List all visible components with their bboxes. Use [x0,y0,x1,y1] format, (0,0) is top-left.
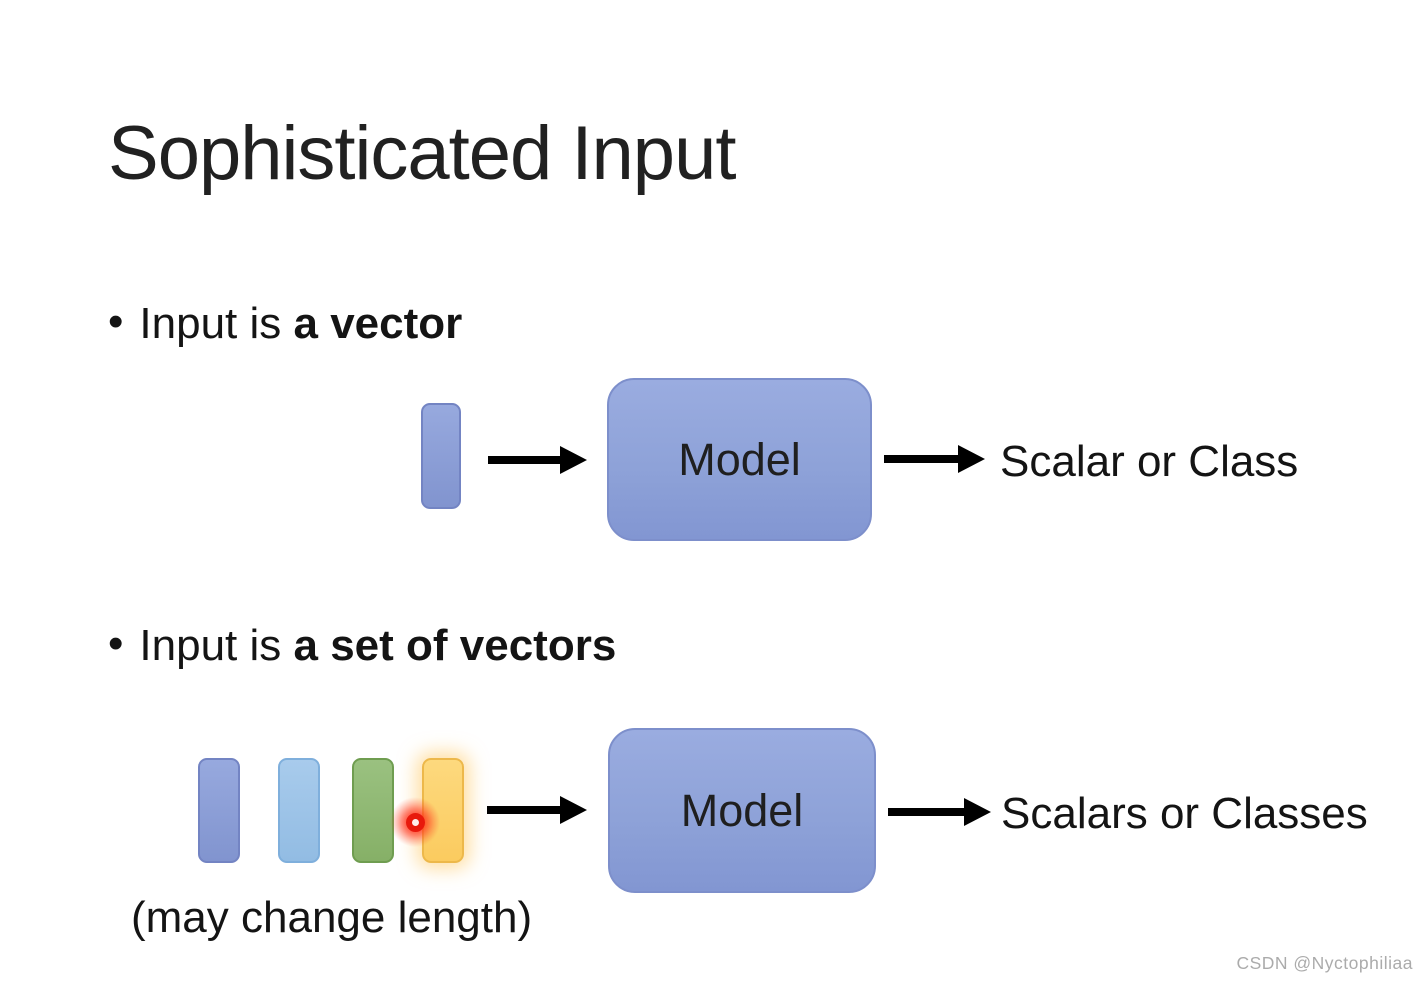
arrow-right-icon [488,446,587,474]
vector-rect-periwinkle [198,758,240,863]
model-box-single-vector: Model [607,378,872,541]
csdn-watermark: CSDN @Nyctophiliaa [1236,953,1413,973]
arrow-shaft [884,455,961,463]
bullet-item-input-is-a-vector: • Input is a vector [108,297,463,350]
input-vector-rect [421,403,461,509]
vector-rect-light-blue [278,758,320,863]
output-label-scalar-or-class: Scalar or Class [1000,437,1299,486]
arrow-right-icon [487,796,587,824]
arrow-head [958,445,985,473]
laser-pointer-ring [405,812,425,832]
bullet-text-regular: Input is [139,299,294,348]
arrow-shaft [487,806,563,814]
bullet-text-bold: a set of vectors [293,621,617,670]
bullet-marker: • [108,297,124,346]
arrow-shaft [888,808,967,816]
bullet-text-regular: Input is [139,621,294,670]
laser-pointer-dot [389,796,441,848]
model-box-label: Model [680,784,804,836]
arrow-right-icon [888,798,991,826]
output-label-scalars-or-classes: Scalars or Classes [1001,789,1368,838]
vector-rect-green [352,758,394,863]
note-may-change-length: (may change length) [131,893,533,942]
bullet-text-bold: a vector [293,299,463,348]
model-box-label: Model [678,433,801,485]
slide-title: Sophisticated Input [108,111,736,196]
arrow-shaft [488,456,563,464]
arrow-head [964,798,991,826]
arrow-right-icon [884,445,985,473]
bullet-marker: • [108,619,124,668]
model-box-set-of-vectors: Model [608,728,876,893]
arrow-head [560,446,587,474]
arrow-head [560,796,587,824]
bullet-item-input-is-a-set-of-vectors: • Input is a set of vectors [108,619,617,672]
